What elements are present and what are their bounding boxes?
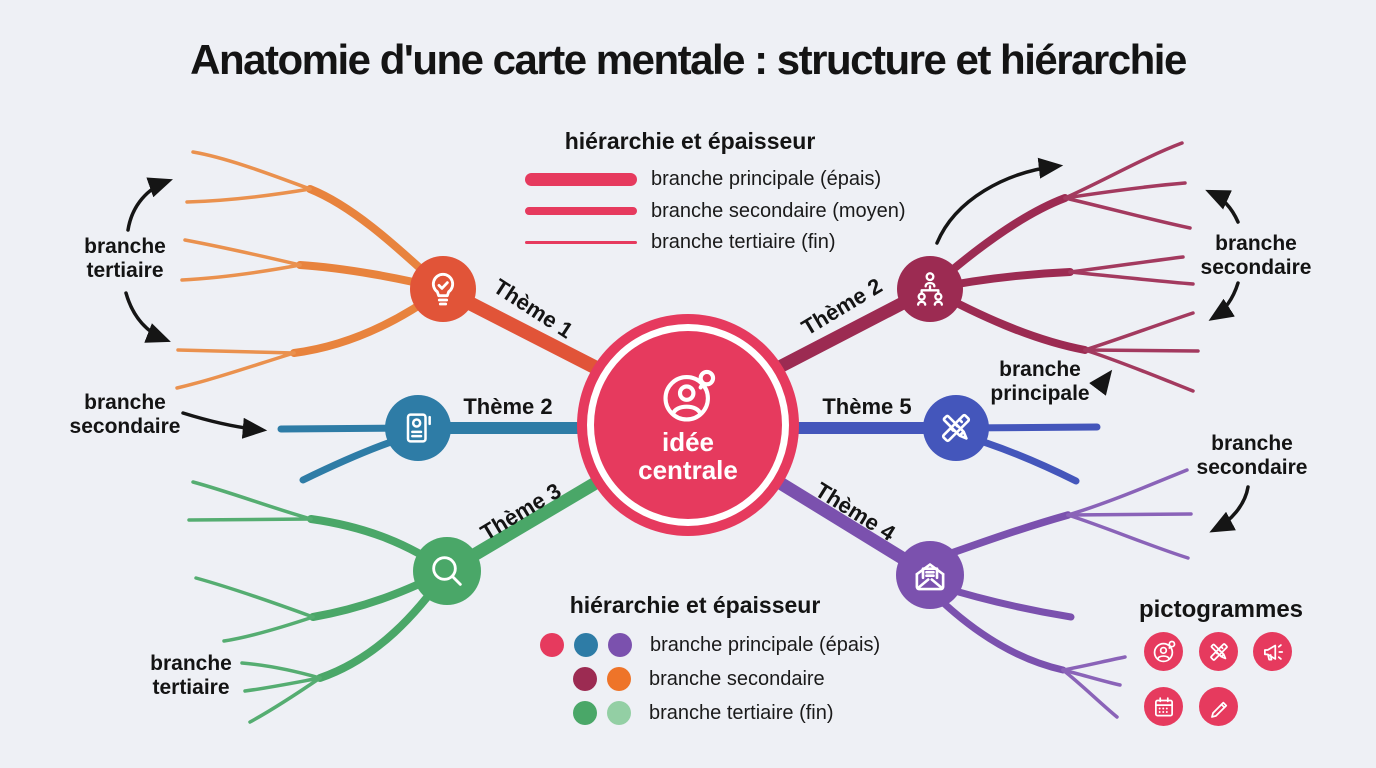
main-branches [412, 282, 962, 582]
legend-top-row: branche principale (épais) [525, 166, 881, 192]
legend-label: branche secondaire (moyen) [651, 199, 906, 222]
arrow-right-secondary-up [1205, 189, 1240, 224]
annotation-line: principale [990, 382, 1090, 405]
annotation-line: branche [1215, 232, 1297, 255]
arrow-left-secondary [181, 411, 268, 439]
pencil-icon [1210, 701, 1227, 718]
legend-top-row: branche secondaire (moyen) [525, 198, 906, 224]
theme5-node [923, 395, 989, 461]
picto-circle [1144, 687, 1183, 726]
pencil-ruler-icon [1209, 642, 1228, 661]
annotation-line: secondaire [69, 415, 181, 438]
color-dot [573, 701, 597, 725]
annotation-branche-secondaire-right-mid: branche secondaire [1162, 432, 1342, 480]
arrow-left-tertiary-up [126, 177, 173, 232]
org-chart-icon [917, 272, 943, 306]
legend-label: branche principale (épais) [651, 167, 882, 190]
annotation-line: branche [150, 652, 232, 675]
arrow-principale [1089, 369, 1113, 396]
color-dot [540, 633, 564, 657]
envelope-icon [915, 563, 945, 591]
picto-circle [1199, 687, 1238, 726]
medium-line-swatch [525, 207, 637, 215]
color-dot [608, 633, 632, 657]
color-dot [574, 633, 598, 657]
person-speech-icon [663, 369, 716, 422]
annotation-line: branche [84, 235, 166, 258]
theme1-node [410, 256, 476, 322]
annotation-branche-tertiaire-left: branche tertiaire [35, 235, 215, 283]
legend-label: branche principale (épais) [650, 633, 881, 656]
annotation-line: branche [1211, 432, 1293, 455]
document-icon [406, 413, 431, 443]
picto-circle [1199, 632, 1238, 671]
pictogrammes-heading: pictogrammes [1138, 596, 1304, 623]
color-dot [607, 667, 631, 691]
central-label-line2: centrale [638, 455, 738, 485]
arrow-left-tertiary-down [124, 291, 171, 343]
legend-bottom-heading: hiérarchie et épaisseur [569, 592, 821, 618]
central-label-line1: idée [661, 427, 715, 457]
thick-line-swatch [525, 172, 637, 186]
legend-bottom-row: branche principale (épais) [540, 632, 880, 658]
picto-circle [1253, 632, 1292, 671]
legend-label: branche secondaire [649, 667, 825, 690]
legend-top-row: branche tertiaire (fin) [525, 229, 836, 255]
theme5-label: Thème 5 [822, 394, 912, 419]
theme4-node [896, 541, 964, 609]
annotation-branche-secondaire-left: branche secondaire [35, 391, 215, 439]
color-dot [607, 701, 631, 725]
page-title: Anatomie d'une carte mentale : structure… [190, 36, 1187, 83]
annotation-line: tertiaire [86, 259, 164, 282]
annotation-arrows [124, 157, 1250, 533]
megaphone-icon [1263, 643, 1283, 660]
color-dot [573, 667, 597, 691]
arrow-right-secondary-down [1208, 281, 1240, 321]
annotation-line: branche [84, 391, 166, 414]
annotation-line: tertiaire [152, 676, 230, 699]
annotation-branche-tertiaire-bottom: branche tertiaire [101, 652, 281, 700]
annotation-line: secondaire [1196, 456, 1308, 479]
thin-line-swatch [525, 240, 637, 244]
theme2-right-node [897, 256, 963, 322]
legend-label: branche tertiaire (fin) [651, 230, 836, 253]
picto-circle [1144, 632, 1183, 671]
arrow-right-secondary-mid [1209, 485, 1250, 533]
theme2-left-node [385, 395, 451, 461]
pencil-ruler-icon [941, 413, 971, 443]
annotation-line: secondaire [1200, 256, 1312, 279]
magnifier-icon [432, 556, 462, 586]
maroon-branches [926, 141, 1200, 393]
theme3-node [413, 537, 481, 605]
annotation-branche-secondaire-right-top: branche secondaire [1166, 232, 1346, 280]
annotation-line: branche [999, 358, 1081, 381]
person-speech-icon [1153, 640, 1175, 662]
legend-label: branche tertiaire (fin) [649, 701, 834, 724]
legend-bottom-row: branche secondaire [573, 666, 825, 692]
purple-branches [926, 468, 1193, 719]
orange-branches [175, 150, 447, 390]
main-branch-theme1 [443, 286, 621, 384]
annotation-branche-principale: branche principale [950, 358, 1130, 406]
calendar-icon [1154, 696, 1173, 717]
theme2-left-label: Thème 2 [463, 394, 553, 419]
legend-bottom-row: branche tertiaire (fin) [573, 700, 834, 726]
central-idea-node: idée centrale [587, 324, 789, 526]
legend-top-heading: hiérarchie et épaisseur [564, 128, 816, 154]
arrow-maroon-secondary [935, 157, 1064, 245]
lightbulb-icon [431, 272, 455, 306]
